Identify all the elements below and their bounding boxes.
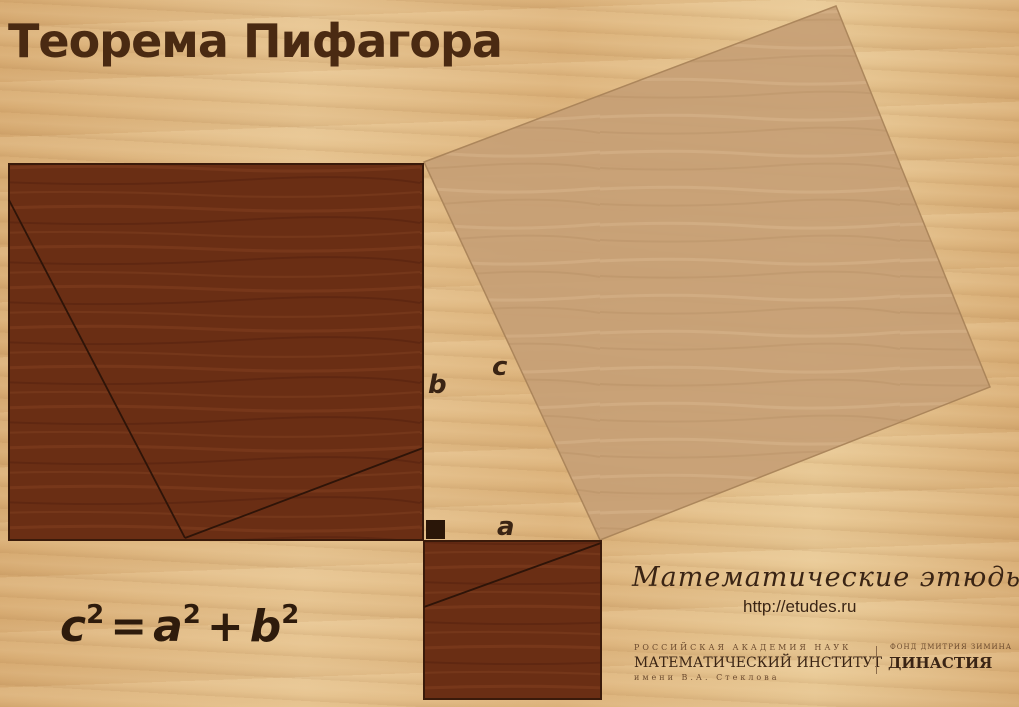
formula-a: a	[153, 601, 183, 652]
page-title: Теорема Пифагора	[8, 14, 503, 68]
formula-b: b	[249, 601, 282, 652]
label-b: b	[428, 370, 447, 400]
formula-exp-c: 2	[86, 600, 105, 630]
institute-name: МАТЕМАТИЧЕСКИЙ ИНСТИТУТ	[634, 655, 882, 671]
square-c	[422, 5, 991, 541]
institute-subtitle: имени В.А. Стеклова	[634, 673, 780, 682]
formula-equals: =	[110, 601, 148, 652]
square-b-cut-2	[184, 447, 424, 539]
label-a: a	[497, 512, 515, 542]
fund-label: ФОНД ДМИТРИЯ ЗИМИНА	[890, 643, 1013, 651]
right-angle-marker	[426, 520, 445, 539]
pythagoras-formula: c2=a2+b2	[60, 600, 299, 652]
formula-exp-b: 2	[281, 600, 300, 630]
series-url[interactable]: http://etudes.ru	[743, 597, 857, 616]
formula-plus: +	[206, 601, 244, 652]
label-c: c	[492, 352, 508, 382]
academy-label: РОССИЙСКАЯ АКАДЕМИЯ НАУК	[634, 643, 852, 652]
dynasty-name: ДИНАСТИЯ	[888, 654, 993, 672]
square-b-cut-1	[8, 199, 186, 539]
square-a-cut	[423, 542, 602, 608]
formula-exp-a: 2	[182, 600, 201, 630]
formula-c: c	[60, 601, 87, 652]
square-b	[8, 163, 424, 541]
series-title: Математические этюды	[632, 562, 1019, 593]
square-a	[423, 540, 602, 700]
logo-divider	[876, 646, 877, 674]
